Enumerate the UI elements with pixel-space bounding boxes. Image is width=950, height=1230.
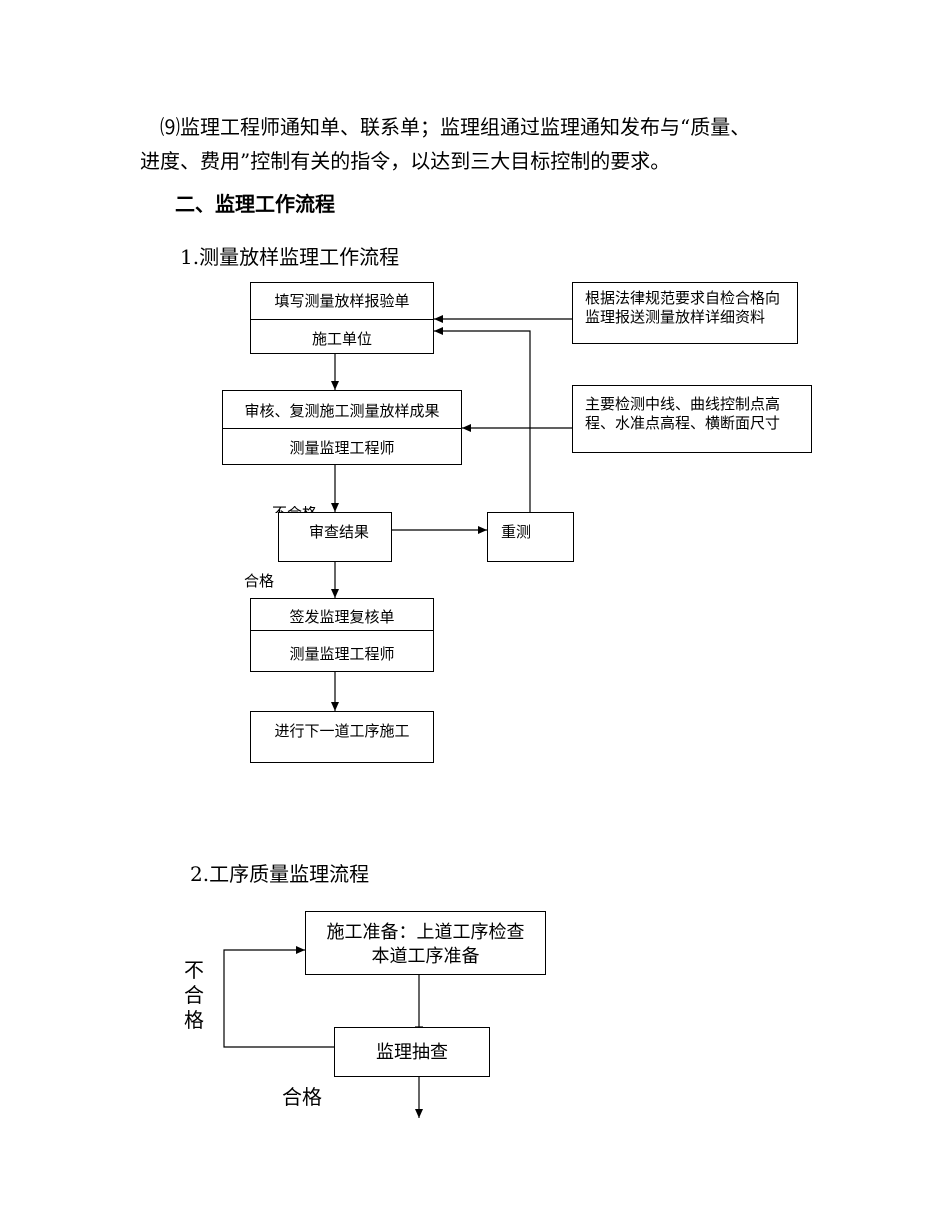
note-main-checks: 主要检测中线、曲线控制点高程、水准点高程、横断面尺寸 bbox=[572, 385, 812, 453]
label-char: 格 bbox=[184, 1008, 204, 1032]
box-measurement-report-party: 施工单位 bbox=[311, 330, 372, 348]
box-construction-prep-line-1: 施工准备：上道工序检查 bbox=[326, 922, 525, 943]
paragraph-line-1: ⑼监理工程师通知单、联系单；监理组通过监理通知发布与“质量、 bbox=[160, 115, 751, 139]
label-qualified-2: 合格 bbox=[282, 1085, 322, 1109]
box-sign-review-sheet-party: 测量监理工程师 bbox=[289, 645, 395, 663]
arrow-spot-fail-loop bbox=[223, 946, 334, 1048]
label-char: 合 bbox=[184, 983, 204, 1007]
box-construction-prep: 施工准备：上道工序检查 本道工序准备 bbox=[305, 911, 546, 975]
label-char: 不 bbox=[184, 958, 204, 982]
section-heading: 二、监理工作流程 bbox=[175, 192, 335, 216]
paragraph: ⑼监理工程师通知单、联系单；监理组通过监理通知发布与“质量、 进度、费用”控制有… bbox=[140, 110, 840, 178]
box-construction-prep-line-2: 本道工序准备 bbox=[371, 946, 480, 967]
box-review-measurement: 审核、复测施工测量放样成果 测量监理工程师 bbox=[222, 390, 462, 465]
box-review-result-label: 审查结果 bbox=[309, 523, 370, 541]
box-sign-review-sheet: 签发监理复核单 测量监理工程师 bbox=[250, 598, 434, 672]
box-divider bbox=[251, 319, 433, 320]
arrow-remeasure-to-report bbox=[434, 327, 531, 512]
box-next-process-label: 进行下一道工序施工 bbox=[274, 722, 410, 740]
box-review-measurement-title: 审核、复测施工测量放样成果 bbox=[244, 402, 440, 420]
box-measurement-report-title: 填写测量放样报验单 bbox=[274, 292, 410, 310]
box-measurement-report: 填写测量放样报验单 施工单位 bbox=[250, 282, 434, 354]
flow1-title: 1.测量放样监理工作流程 bbox=[180, 245, 400, 269]
box-sign-review-sheet-title: 签发监理复核单 bbox=[289, 608, 395, 626]
box-divider bbox=[223, 428, 461, 429]
box-remeasure: 重测 bbox=[487, 512, 574, 562]
box-review-result: 审查结果 bbox=[278, 512, 392, 562]
box-spot-check-label: 监理抽查 bbox=[376, 1042, 448, 1063]
box-next-process: 进行下一道工序施工 bbox=[250, 711, 434, 763]
box-divider bbox=[251, 630, 433, 631]
paragraph-line-2: 进度、费用”控制有关的指令，以达到三大目标控制的要求。 bbox=[140, 149, 671, 173]
box-spot-check: 监理抽查 bbox=[334, 1027, 490, 1077]
flow2-title: 2.工序质量监理流程 bbox=[190, 862, 370, 886]
label-unqualified: 不合格 bbox=[272, 506, 317, 513]
box-review-measurement-party: 测量监理工程师 bbox=[289, 439, 395, 457]
label-unqualified-vertical: 不 合 格 bbox=[182, 958, 206, 1033]
label-qualified: 合格 bbox=[244, 572, 275, 590]
note-legal-self-check: 根据法律规范要求自检合格向监理报送测量放样详细资料 bbox=[572, 282, 798, 344]
box-remeasure-label: 重测 bbox=[501, 523, 532, 541]
